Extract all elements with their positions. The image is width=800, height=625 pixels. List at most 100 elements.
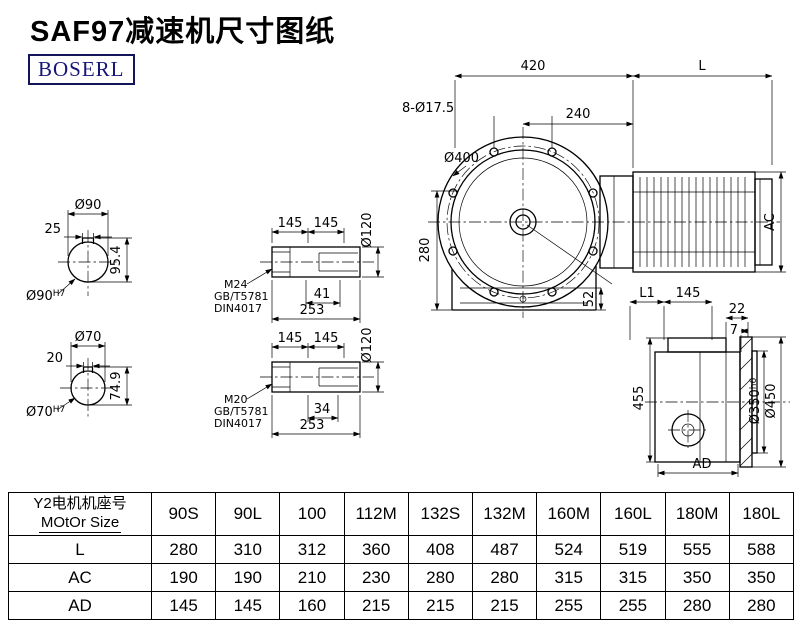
shaft-side-view-m20: 145 145 Ø120 M20 GB/T5781 DIN4017 34 253 [214, 327, 384, 438]
table-cell: 255 [536, 591, 602, 620]
shaft-side-view-m24: 145 145 Ø120 M24 GB/T5781 DIN4017 41 253 [214, 212, 384, 323]
dim-420: 420 [521, 59, 546, 74]
table-cell: 280 [728, 591, 795, 620]
table-cell: 255 [600, 591, 666, 620]
table-cell: 230 [343, 563, 409, 592]
dim-145-d: 145 [314, 331, 339, 346]
motor-size-header: Y2电机机座号 MOtOr Size [8, 492, 152, 536]
column-header-160L: 160L [600, 492, 666, 536]
column-header-90L: 90L [215, 492, 281, 536]
label-thread-m24: M24 [224, 278, 248, 291]
motor-size-header-en: MOtOr Size [38, 514, 122, 534]
dim-AD: AD [693, 457, 712, 472]
column-header-180M: 180M [664, 492, 730, 536]
table-cell: 215 [343, 591, 409, 620]
table-row-AC: AC 190 190 210 230 280 280 315 315 350 3… [8, 563, 795, 592]
dim-34: 34 [314, 402, 331, 417]
table-cell: 487 [471, 535, 538, 564]
table-cell: 310 [215, 535, 281, 564]
table-cell: 280 [150, 535, 217, 564]
table-cell: 210 [279, 563, 345, 592]
dim-fit-90H7: Ø90H7 [26, 289, 65, 304]
dim-dia-350h6: Ø350h6 [748, 377, 763, 424]
label-thread-m20: M20 [224, 393, 248, 406]
table-cell: 350 [664, 563, 730, 592]
side-view: L1 145 22 7 455 Ø350h6 Ø450 AD [629, 286, 790, 477]
dim-fit-70H7: Ø70H7 [26, 405, 65, 420]
table-cell: 280 [471, 563, 538, 592]
table-cell: 145 [150, 591, 217, 620]
brand-logo: BOSERL [28, 54, 135, 85]
dim-key-25: 25 [44, 222, 61, 237]
label-din-std-b: DIN4017 [214, 417, 262, 430]
dim-240: 240 [566, 107, 591, 122]
table-cell: 280 [407, 563, 473, 592]
label-gb-std-a: GB/T5781 [214, 290, 269, 303]
column-header-160M: 160M [536, 492, 602, 536]
dim-280: 280 [418, 238, 433, 263]
table-cell: 215 [407, 591, 473, 620]
table-cell: 190 [150, 563, 217, 592]
table-cell: 360 [343, 535, 409, 564]
table-cell: 145 [215, 591, 281, 620]
table-cell: 160 [279, 591, 345, 620]
table-cell: 315 [600, 563, 666, 592]
table-cell: 312 [279, 535, 345, 564]
technical-drawing: 420 L 240 8-Ø17.5 Ø400 280 52 AC Ø90 [26, 59, 790, 477]
dim-253-a: 253 [300, 303, 325, 318]
shaft-end-view-70: Ø70 20 74.9 Ø70H7 [26, 330, 132, 420]
table-cell: 408 [407, 535, 473, 564]
dim-dia-120-a: Ø120 [360, 212, 375, 247]
brand-logo-text: BOSERL [38, 57, 125, 81]
table-cell: 524 [536, 535, 602, 564]
dimension-table: Y2电机机座号 MOtOr Size 90S 90L 100 112M 132S… [8, 492, 795, 620]
dim-145-c: 145 [278, 331, 303, 346]
dim-95-4: 95.4 [109, 246, 124, 275]
dim-145-a: 145 [278, 216, 303, 231]
dim-41: 41 [314, 287, 331, 302]
motor-fins [639, 177, 746, 267]
column-header-132S: 132S [407, 492, 473, 536]
table-header-row: Y2电机机座号 MOtOr Size 90S 90L 100 112M 132S… [8, 492, 795, 536]
label-din-std-a: DIN4017 [214, 302, 262, 315]
dim-455: 455 [632, 386, 647, 411]
table-cell: 190 [215, 563, 281, 592]
dim-52: 52 [582, 291, 597, 308]
dim-key-20: 20 [46, 351, 63, 366]
dim-flange-dia: Ø400 [444, 151, 479, 166]
dim-dia-450: Ø450 [764, 383, 779, 418]
row-label-AC: AC [8, 563, 152, 592]
table-cell: 350 [728, 563, 795, 592]
column-header-90S: 90S [150, 492, 217, 536]
table-cell: 215 [471, 591, 538, 620]
dim-dia-70: Ø70 [75, 330, 102, 345]
shaft-end-view-90: Ø90 25 95.4 Ø90H7 [26, 198, 132, 304]
dim-dia-90: Ø90 [75, 198, 102, 213]
dim-145-b: 145 [314, 216, 339, 231]
dim-253-b: 253 [300, 418, 325, 433]
dim-dia-120-b: Ø120 [360, 327, 375, 362]
table-cell: 519 [600, 535, 666, 564]
column-header-100: 100 [279, 492, 345, 536]
dim-7: 7 [730, 323, 738, 338]
table-row-AD: AD 145 145 160 215 215 215 255 255 280 2… [8, 591, 795, 620]
row-label-AD: AD [8, 591, 152, 620]
column-header-112M: 112M [343, 492, 409, 536]
row-label-L: L [8, 535, 152, 564]
table-cell: 588 [728, 535, 795, 564]
page-title: SAF97减速机尺寸图纸 [30, 16, 336, 48]
motor-size-header-cn: Y2电机机座号 [33, 494, 127, 512]
table-row-L: L 280 310 312 360 408 487 524 519 555 58… [8, 535, 795, 564]
column-header-180L: 180L [728, 492, 795, 536]
front-view: 420 L 240 8-Ø17.5 Ø400 280 52 AC [402, 59, 786, 318]
dim-bolt-holes: 8-Ø17.5 [402, 101, 454, 116]
label-gb-std-b: GB/T5781 [214, 405, 269, 418]
column-header-132M: 132M [471, 492, 538, 536]
dim-22: 22 [729, 302, 746, 317]
dim-L: L [698, 59, 706, 74]
dim-AC: AC [763, 213, 778, 231]
flange-hatch [739, 337, 753, 467]
dim-L1: L1 [639, 286, 655, 301]
table-cell: 555 [664, 535, 730, 564]
table-cell: 280 [664, 591, 730, 620]
